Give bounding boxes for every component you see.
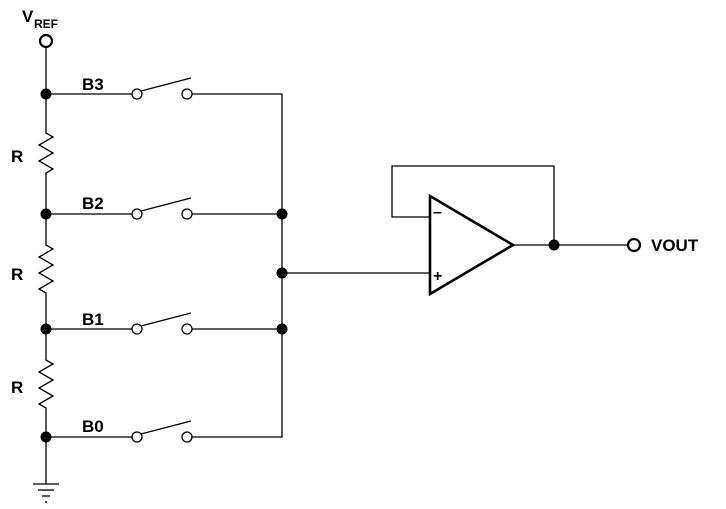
vref-label-sub: REF [34, 17, 58, 31]
resistor-3 [37, 329, 55, 437]
junction-b3 [40, 88, 52, 100]
opamp-inverting-sign: – [433, 204, 442, 221]
junction-output [548, 239, 560, 251]
switch-label-b1: B1 [82, 310, 104, 329]
vref-label: V REF [22, 7, 58, 31]
vout-terminal [626, 237, 642, 253]
resistor-2 [37, 214, 55, 329]
junction-bus-bottom [276, 323, 288, 335]
opamp-noninverting-sign: + [433, 268, 442, 285]
opamp-triangle [428, 193, 516, 297]
resistor-label-1: R [11, 147, 23, 166]
resistor-1 [37, 94, 55, 214]
switch-label-b0: B0 [82, 417, 104, 436]
feedback-wire [391, 165, 555, 245]
vout-label: VOUT [651, 236, 699, 255]
junction-dots [40, 88, 560, 443]
switch-b1 [46, 312, 282, 335]
junction-bus-top [276, 208, 288, 220]
resistor-label-2: R [11, 265, 23, 284]
resistor-label-3: R [11, 378, 23, 397]
junction-b1 [40, 323, 52, 335]
switch-label-b3: B3 [82, 75, 104, 94]
junction-b0 [40, 431, 52, 443]
vref-terminal [38, 33, 54, 49]
switch-label-b2: B2 [82, 194, 104, 213]
ground-symbol [33, 483, 59, 503]
switch-b3 [46, 77, 283, 214]
resistor-ladder [37, 47, 55, 484]
vref-label-main: V [22, 7, 34, 26]
junction-b2 [40, 208, 52, 220]
junction-bus-mid [276, 267, 288, 279]
switch-b0 [46, 329, 283, 443]
switch-b2 [46, 197, 282, 220]
